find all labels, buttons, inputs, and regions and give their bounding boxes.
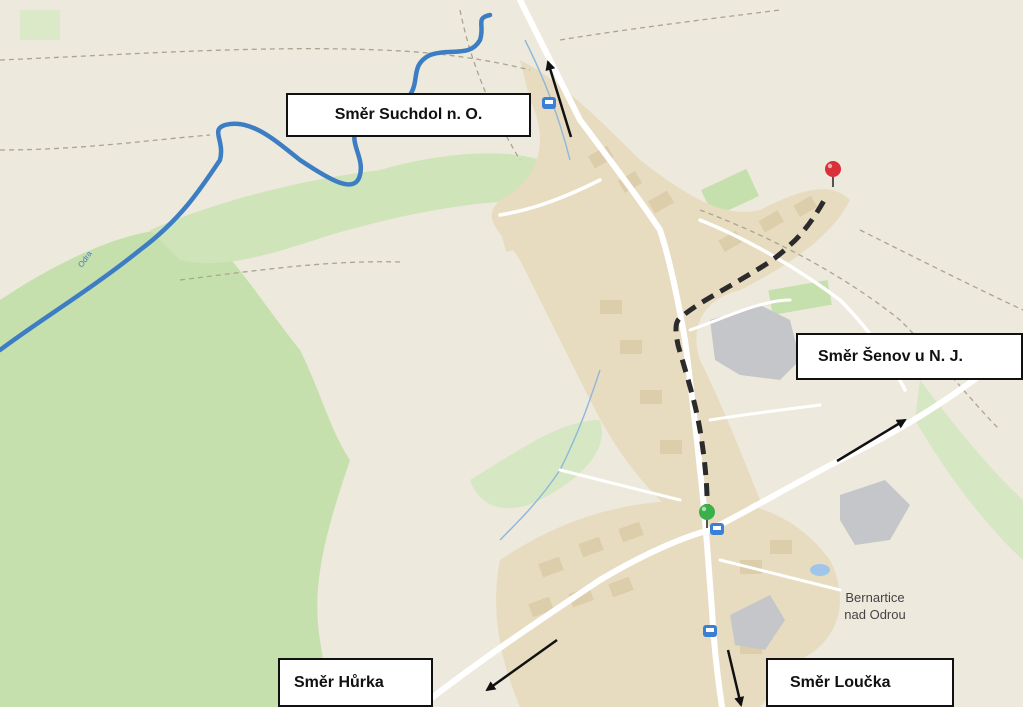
direction-label-loucka: Směr Loučka xyxy=(766,658,954,707)
town-name-line2: nad Odrou xyxy=(844,607,906,622)
destination-marker-icon[interactable] xyxy=(825,161,841,187)
green-patch-2 xyxy=(768,279,832,316)
pond xyxy=(810,564,830,576)
industrial-area-east xyxy=(710,305,800,380)
meadow-area xyxy=(470,420,602,509)
arrow-east xyxy=(836,418,907,463)
boundary-lines xyxy=(0,9,1023,431)
town-label: Bernartice nad Odrou xyxy=(820,589,930,623)
direction-label-senov: Směr Šenov u N. J. xyxy=(796,333,1023,380)
forest-area xyxy=(0,228,350,707)
town-name-line1: Bernartice xyxy=(845,590,905,605)
bus-stop-icon[interactable] xyxy=(542,97,556,109)
green-patch-1 xyxy=(701,168,759,218)
start-marker-icon[interactable] xyxy=(699,504,715,528)
direction-arrows xyxy=(485,60,907,707)
meadow-top xyxy=(20,10,60,40)
direction-label-hurka: Směr Hůrka xyxy=(278,658,433,707)
village-north xyxy=(491,60,850,515)
bus-stop-icon[interactable] xyxy=(710,523,724,535)
bus-stop-icon[interactable] xyxy=(703,625,717,637)
river-odra xyxy=(0,12,493,353)
forest-strip-north xyxy=(150,153,545,264)
route-dashed xyxy=(673,193,830,518)
industrial-area-south xyxy=(730,595,785,650)
arrow-south xyxy=(726,649,745,707)
arrow-southwest xyxy=(485,638,558,692)
direction-label-suchdol: Směr Suchdol n. O. xyxy=(286,93,531,137)
industrial-area-southeast xyxy=(840,480,910,545)
meadow-east xyxy=(915,380,1023,560)
arrow-north xyxy=(545,60,573,138)
